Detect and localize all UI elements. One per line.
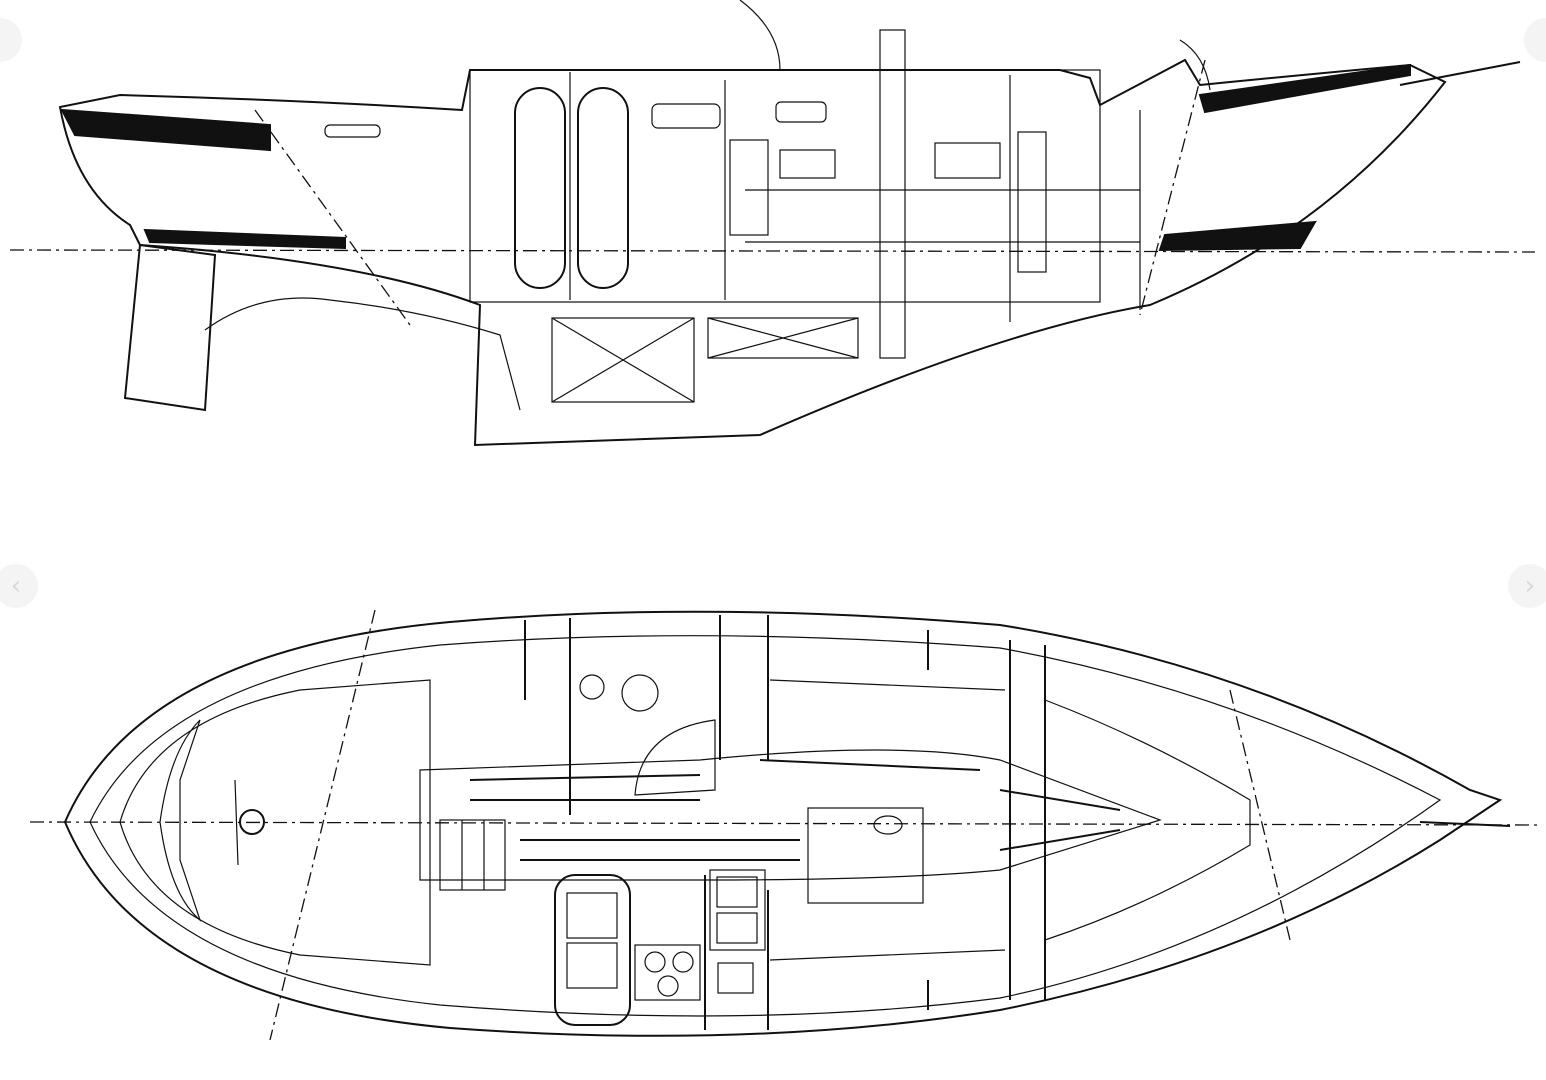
cockpit bbox=[119, 679, 431, 966]
berth-cushion bbox=[577, 87, 629, 289]
plan-view bbox=[29, 609, 1541, 1041]
sheer-stripe-aft bbox=[60, 108, 271, 152]
tank bbox=[707, 317, 859, 359]
rudder bbox=[123, 243, 217, 412]
boot-stripe-aft bbox=[143, 228, 346, 250]
v-berth bbox=[1044, 699, 1251, 941]
previous-image-button[interactable]: ‹ bbox=[0, 564, 38, 608]
centerline bbox=[29, 821, 1541, 826]
chevron-right-icon: › bbox=[1524, 571, 1536, 601]
hull-outline bbox=[58, 58, 1447, 447]
mast bbox=[879, 29, 906, 359]
sink bbox=[579, 674, 605, 700]
profile-view bbox=[9, 0, 1536, 447]
cabin bbox=[469, 69, 1101, 303]
boot-stripe-fwd bbox=[1158, 220, 1317, 252]
chart-table bbox=[807, 807, 924, 904]
chevron-left-icon: ‹ bbox=[10, 571, 22, 601]
cabin-sole bbox=[419, 749, 1162, 881]
corner-control-right[interactable] bbox=[1524, 18, 1546, 62]
icebox bbox=[554, 874, 631, 1026]
deck-outline bbox=[63, 610, 1503, 1037]
galley-sink bbox=[709, 869, 766, 951]
tank bbox=[551, 317, 695, 403]
sheer-stripe-fwd bbox=[1198, 63, 1411, 114]
bowsprit bbox=[1399, 61, 1521, 86]
skeg bbox=[204, 297, 521, 411]
wheel-pedestal bbox=[239, 809, 265, 835]
shower bbox=[634, 719, 716, 796]
corner-control-left[interactable] bbox=[0, 18, 22, 62]
companionway-steps bbox=[439, 819, 506, 891]
stove bbox=[634, 944, 701, 1001]
waterline bbox=[9, 249, 1536, 253]
toilet bbox=[621, 674, 659, 712]
berth-cushion bbox=[514, 87, 566, 289]
bowsprit-plan bbox=[1419, 821, 1511, 827]
next-image-button[interactable]: › bbox=[1508, 564, 1546, 608]
